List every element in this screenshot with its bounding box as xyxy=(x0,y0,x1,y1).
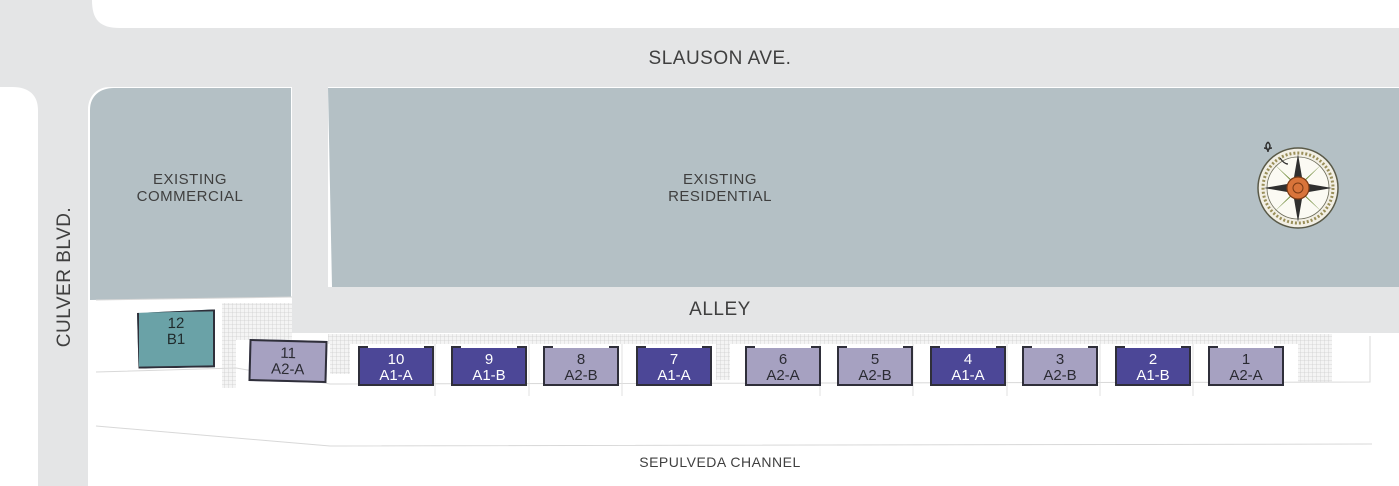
unit-11-type: A2-A xyxy=(270,360,305,379)
paving-unit10 xyxy=(330,344,350,374)
unit-10-number: 10 xyxy=(387,351,405,368)
paving-unit6 xyxy=(716,344,730,380)
unit-5-number: 5 xyxy=(870,351,880,368)
alley-road xyxy=(292,287,1399,333)
existing-residential-label: EXISTING RESIDENTIAL xyxy=(630,171,810,205)
unit-3-number: 3 xyxy=(1055,351,1065,368)
existing-commercial-block xyxy=(90,88,291,300)
alley-label: ALLEY xyxy=(689,299,751,320)
unit-2-type: A1-B xyxy=(1136,367,1170,384)
unit-9-type: A1-B xyxy=(472,367,506,384)
unit-4-number: 4 xyxy=(963,351,973,368)
unit-6[interactable]: 6 A2-A xyxy=(745,346,821,386)
unit-12-type: B1 xyxy=(166,330,186,349)
slauson-ave-label: SLAUSON AVE. xyxy=(648,48,792,69)
unit-dividers xyxy=(434,344,1194,396)
unit-7-number: 7 xyxy=(669,351,679,368)
existing-commercial-label: EXISTING COMMERCIAL xyxy=(110,171,270,205)
lot-divider xyxy=(95,296,293,301)
lot-outline xyxy=(95,336,1371,385)
unit-1-type: A2-A xyxy=(1229,367,1263,384)
unit-6-number: 6 xyxy=(778,351,788,368)
unit-9-number: 9 xyxy=(484,351,494,368)
unit-3-type: A2-B xyxy=(1043,367,1077,384)
unit-10-type: A1-A xyxy=(379,367,413,384)
culver-blvd-label: CULVER BLVD. xyxy=(54,206,75,348)
unit-8-type: A2-B xyxy=(564,367,598,384)
unit-8[interactable]: 8 A2-B xyxy=(543,346,619,386)
paving-west xyxy=(222,303,292,340)
unit-12[interactable]: 12 B1 xyxy=(137,309,215,368)
unit-3[interactable]: 3 A2-B xyxy=(1022,346,1098,386)
paving-west-lower xyxy=(222,340,236,388)
unit-5[interactable]: 5 A2-B xyxy=(837,346,913,386)
unit-9[interactable]: 9 A1-B xyxy=(451,346,527,386)
paving-east xyxy=(1298,334,1332,382)
existing-residential-block xyxy=(328,88,1399,287)
sepulveda-channel-label: SEPULVEDA CHANNEL xyxy=(639,454,801,470)
alley-connector xyxy=(292,87,328,287)
unit-4-type: A1-A xyxy=(951,367,985,384)
existing-residential-line1: EXISTING xyxy=(682,171,757,188)
unit-8-number: 8 xyxy=(576,351,586,368)
unit-10[interactable]: 10 A1-A xyxy=(358,346,434,386)
channel-edge xyxy=(95,425,1373,447)
unit-7[interactable]: 7 A1-A xyxy=(636,346,712,386)
unit-6-type: A2-A xyxy=(766,367,800,384)
compass-rose-icon xyxy=(1257,141,1339,229)
unit-2-number: 2 xyxy=(1148,351,1158,368)
existing-commercial-line1: EXISTING xyxy=(152,171,227,188)
unit-5-type: A2-B xyxy=(858,367,892,384)
unit-2[interactable]: 2 A1-B xyxy=(1115,346,1191,386)
unit-4[interactable]: 4 A1-A xyxy=(930,346,1006,386)
existing-commercial-line2: COMMERCIAL xyxy=(136,188,244,205)
unit-11[interactable]: 11 A2-A xyxy=(248,338,328,384)
unit-1-number: 1 xyxy=(1241,351,1251,368)
unit-1[interactable]: 1 A2-A xyxy=(1208,346,1284,386)
unit-7-type: A1-A xyxy=(657,367,691,384)
paving-walkway xyxy=(328,334,1298,344)
existing-residential-line2: RESIDENTIAL xyxy=(668,188,772,205)
